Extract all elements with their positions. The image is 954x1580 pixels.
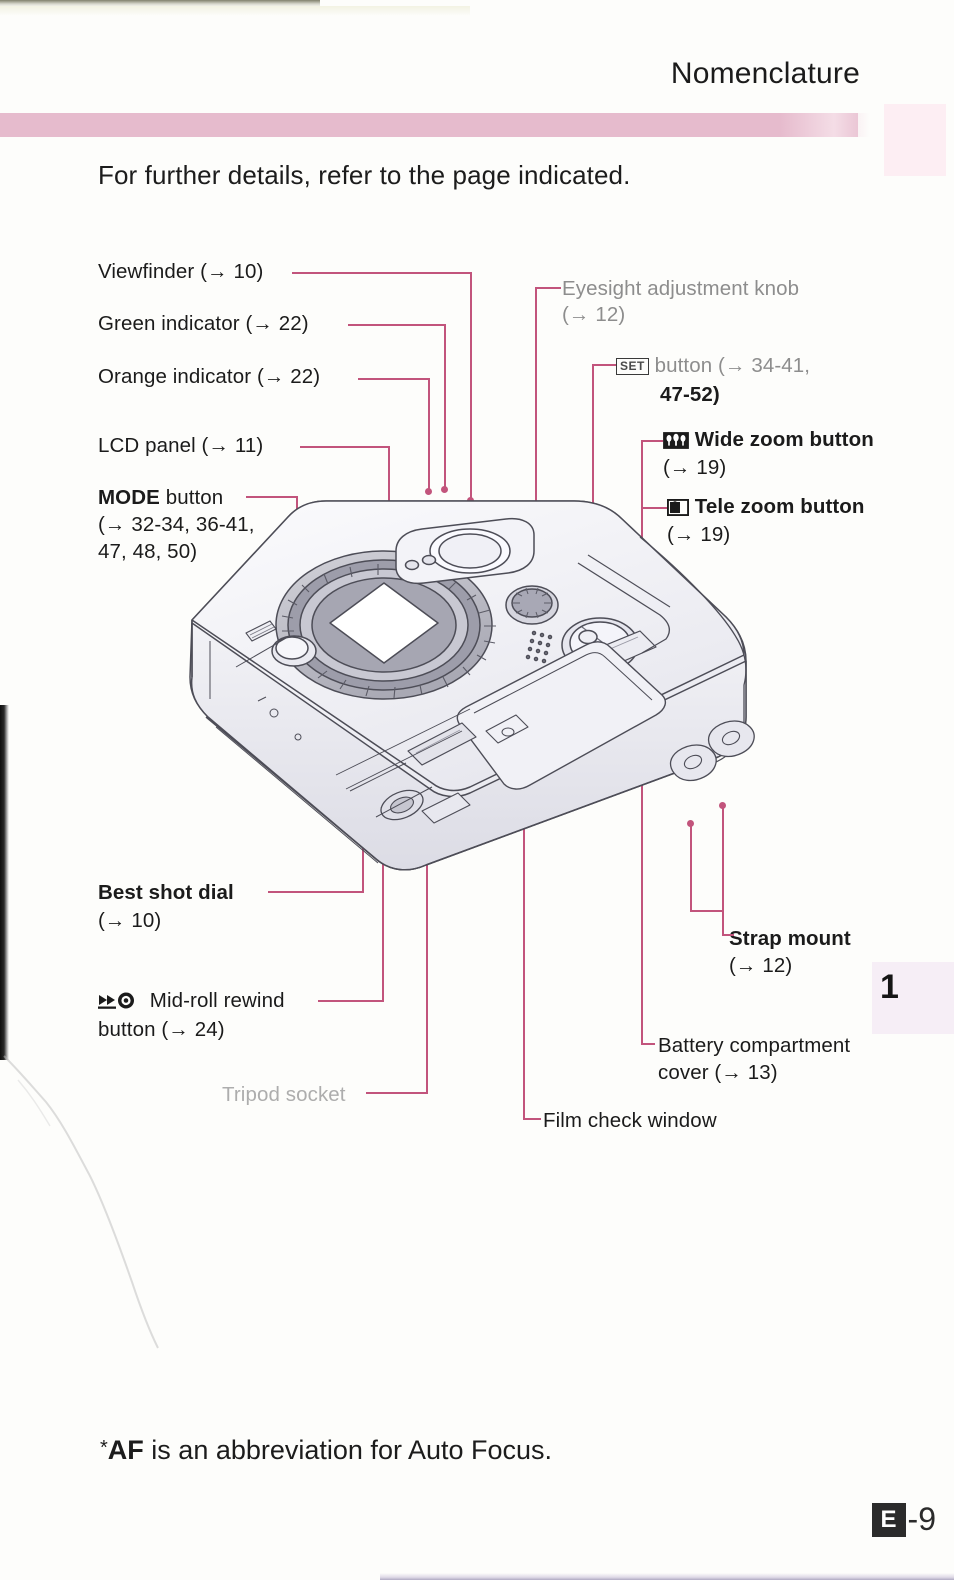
leader-orange-v bbox=[428, 378, 431, 491]
label-mid-roll-rewind-page: button (→ 24) bbox=[98, 1018, 225, 1041]
leader-rewind-v bbox=[382, 817, 385, 1002]
leader-green-v bbox=[444, 324, 447, 489]
leader-viewfinder-h bbox=[292, 272, 472, 275]
scan-page-curl bbox=[3, 1055, 159, 1349]
label-tele-zoom-button: Tele zoom button bbox=[666, 493, 865, 520]
header-accent-band bbox=[0, 113, 858, 137]
set-icon: SET bbox=[616, 358, 649, 375]
leader-widezoom-h bbox=[641, 440, 663, 443]
leader-telezoom-h bbox=[641, 507, 667, 510]
leader-dot-strap-left bbox=[687, 820, 694, 827]
leader-dot-green bbox=[441, 486, 448, 493]
footnote-abbrev: AF bbox=[107, 1435, 144, 1465]
folio-page-number: -9 bbox=[907, 1501, 936, 1537]
leader-eyesight-v bbox=[535, 287, 538, 540]
leader-strap-h bbox=[722, 934, 734, 937]
scan-noise-band bbox=[0, 6, 470, 16]
label-set-button: SET button (→ 34-41, bbox=[616, 352, 810, 379]
footnote-text: is an abbreviation for Auto Focus. bbox=[143, 1435, 553, 1465]
leader-rewind-h bbox=[318, 1000, 384, 1003]
leader-strap-stem-right bbox=[722, 806, 725, 912]
leader-eyesight-h bbox=[535, 287, 561, 290]
leader-viewfinder-v bbox=[470, 272, 473, 500]
page-title: Nomenclature bbox=[670, 57, 860, 90]
footnote-asterisk: * bbox=[100, 1437, 108, 1459]
label-viewfinder: Viewfinder (→ 10) bbox=[98, 260, 264, 283]
leader-strap-stem-left bbox=[690, 824, 693, 912]
leader-dot-strap-right bbox=[719, 802, 726, 809]
label-strap-mount: Strap mount bbox=[729, 927, 851, 950]
leader-tripod-v bbox=[426, 822, 429, 1094]
leader-dot-orange bbox=[425, 488, 432, 495]
label-best-shot-dial-page: (→ 10) bbox=[98, 909, 162, 932]
label-set-button-pages: 47-52) bbox=[660, 383, 720, 406]
leader-tripod-h bbox=[366, 1092, 428, 1095]
scan-edge-top bbox=[0, 0, 320, 7]
leader-strap-bracket bbox=[690, 910, 724, 913]
chapter-tab-number: 1 bbox=[880, 968, 899, 1006]
footnote: *AF is an abbreviation for Auto Focus. bbox=[100, 1435, 552, 1466]
label-mode-button-pages-1: (→ 32-34, 36-41, bbox=[98, 513, 255, 536]
label-tele-zoom-page: (→ 19) bbox=[667, 523, 731, 546]
folio-section-letter: E bbox=[871, 1502, 906, 1537]
label-wide-zoom-button: Wide zoom button bbox=[663, 426, 874, 453]
label-mode-button-pages-2: 47, 48, 50) bbox=[98, 540, 198, 563]
tele-zoom-icon bbox=[666, 496, 690, 517]
label-film-check-window: Film check window bbox=[543, 1109, 717, 1132]
scan-edge-left bbox=[0, 705, 9, 1060]
camera-illustration bbox=[189, 500, 755, 871]
leader-set-h bbox=[592, 364, 616, 367]
label-mid-roll-rewind: Mid-roll rewind bbox=[98, 987, 285, 1014]
leader-battery-v bbox=[641, 760, 644, 1045]
mode-button-keyword: MODE bbox=[98, 486, 160, 509]
intro-text: For further details, refer to the page i… bbox=[98, 160, 631, 190]
wide-zoom-icon bbox=[663, 429, 689, 449]
leader-film-h bbox=[523, 1118, 541, 1121]
leader-mode-h bbox=[246, 496, 298, 499]
label-battery-cover-page: cover (→ 13) bbox=[658, 1061, 778, 1084]
label-eyesight-knob-page: (→ 12) bbox=[562, 303, 626, 326]
section-tab: E bbox=[884, 104, 946, 176]
scan-edge-bottom bbox=[380, 1573, 954, 1580]
leader-bestshot-h bbox=[268, 891, 364, 894]
label-tripod-socket: Tripod socket bbox=[222, 1083, 346, 1106]
label-wide-zoom-page: (→ 19) bbox=[663, 456, 727, 479]
leader-lcd-h bbox=[300, 446, 390, 449]
label-battery-cover: Battery compartment bbox=[658, 1034, 851, 1057]
leader-orange-h bbox=[358, 378, 430, 381]
label-lcd-panel: LCD panel (→ 11) bbox=[98, 434, 264, 457]
rewind-icon bbox=[98, 990, 144, 1009]
leader-strap-drop bbox=[722, 910, 725, 936]
leader-battery-h bbox=[641, 1043, 655, 1046]
label-best-shot-dial: Best shot dial bbox=[98, 881, 234, 904]
leader-zoom-v bbox=[641, 440, 644, 562]
label-orange-indicator: Orange indicator (→ 22) bbox=[98, 365, 321, 388]
chapter-tab bbox=[872, 962, 954, 1034]
label-strap-mount-page: (→ 12) bbox=[729, 954, 793, 977]
leader-set-v bbox=[592, 364, 595, 562]
leader-film-v bbox=[523, 682, 526, 1118]
header-band-fade bbox=[780, 113, 870, 137]
leader-green-h bbox=[348, 324, 446, 327]
label-mode-button: MODE button bbox=[98, 486, 224, 509]
label-eyesight-knob: Eyesight adjustment knob bbox=[562, 277, 800, 300]
page-folio: E -9 bbox=[871, 1501, 936, 1538]
label-green-indicator: Green indicator (→ 22) bbox=[98, 312, 309, 335]
